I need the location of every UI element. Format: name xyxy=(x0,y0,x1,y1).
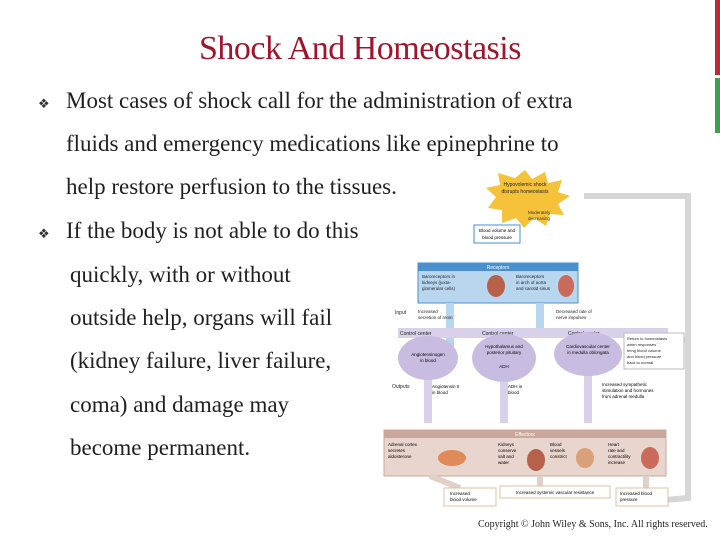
bullet-diamond-icon: ❖ xyxy=(38,226,50,241)
return-text-2: when responses xyxy=(627,342,656,347)
input-1-text: Increased xyxy=(418,309,438,314)
eff-1-text: Adrenal cortex xyxy=(388,442,418,447)
input-2-text: Decreased rate of xyxy=(556,309,593,314)
cc-circle-2 xyxy=(472,334,536,382)
receptors-title: Receptors xyxy=(487,265,510,271)
out-3-text: Increased sympathetic xyxy=(602,382,648,387)
bullet-2-line-2: quickly, with or without xyxy=(70,262,291,287)
out-1-text: Angiotensin II xyxy=(432,384,459,389)
outputs-label: Outputs xyxy=(392,384,410,390)
response-box-2 xyxy=(499,485,611,499)
eff-3-text: Blood xyxy=(550,442,562,447)
moderately-decreasing-text-2: decreasing xyxy=(528,216,551,221)
cc-circle-1 xyxy=(398,336,458,380)
control-center-label-1: Control center xyxy=(400,331,432,337)
bullet-1-line-2: fluids and emergency medications like ep… xyxy=(66,131,559,156)
out-2-text: ADH in xyxy=(508,384,523,389)
accent-green xyxy=(715,78,720,133)
diagram-svg: Hypovolemic shock disrupts homeostasis M… xyxy=(383,170,691,507)
eff-3-text-3: constrict xyxy=(550,454,568,459)
eff-2-text-2: conserve xyxy=(498,448,517,453)
receptor-1-text-2: kidneys (juxta- xyxy=(422,280,452,285)
eff-2-text-4: water xyxy=(498,460,510,465)
heart-effector-icon xyxy=(641,447,659,469)
cc-circle-3 xyxy=(554,332,622,376)
eff-4-text-4: increase xyxy=(608,460,626,465)
receptor-2-text-2: in arch of aorta xyxy=(516,280,547,285)
controlled-condition-text-2: blood pressure xyxy=(482,235,512,240)
resp-1-text-2: blood volume xyxy=(450,497,477,502)
resp-3-text-2: pressure xyxy=(620,497,638,502)
return-box xyxy=(623,332,685,370)
stimulus-text-1: Hypovolemic shock xyxy=(503,182,547,188)
bullet-2-line-4: (kidney failure, liver failure, xyxy=(70,348,332,373)
out-2-text-2: blood xyxy=(508,390,520,395)
effectors-header xyxy=(384,430,666,438)
controlled-condition-box xyxy=(473,224,521,244)
shock-feedback-diagram: Hypovolemic shock disrupts homeostasis M… xyxy=(370,168,710,516)
bullet-diamond-icon: ❖ xyxy=(38,96,50,111)
out-3-text-3: from adrenal medulla xyxy=(602,394,645,399)
control-band xyxy=(398,328,668,338)
resp-3-text: Increased blood xyxy=(620,491,653,496)
copyright-notice: Copyright © John Wiley & Sons, Inc. All … xyxy=(478,519,708,530)
bullet-1-line-1: Most cases of shock call for the adminis… xyxy=(66,88,573,113)
receptor-2-text: Baroreceptors xyxy=(516,274,545,279)
cc-2-text: Hypothalamus and xyxy=(485,344,523,349)
resp-1-text: Increased xyxy=(450,491,470,496)
effectors-title: Effectors xyxy=(515,432,535,438)
adh-text: ADH xyxy=(499,364,509,369)
kidney-icon xyxy=(487,275,505,297)
return-text-5: back to normal xyxy=(627,360,653,365)
response-box-1 xyxy=(443,487,497,507)
bullet-2-line-6: become permanent. xyxy=(70,435,251,460)
receptor-2-text-3: and carotid sinus xyxy=(516,286,551,291)
receptor-1-text-3: glomerular cells) xyxy=(422,286,456,291)
stimulus-text-2: disrupts homeostasis xyxy=(502,189,549,195)
bullet-2-line-1: If the body is not able to do this xyxy=(66,218,359,243)
eff-3-text-2: vessels xyxy=(550,448,566,453)
return-text-1: Return to homeostasis xyxy=(627,336,667,341)
bullet-2-line-5: coma) and damage may xyxy=(70,392,290,417)
top-loop-line xyxy=(584,193,691,340)
receptors-header xyxy=(418,263,578,271)
response-box-3 xyxy=(615,487,669,507)
controlled-condition-text-1: Blood volume and xyxy=(479,228,516,233)
input-1-text-2: secretion of renin xyxy=(418,315,453,320)
input-2-text-2: nerve impulses xyxy=(556,315,587,320)
eff-4-text-2: rate and xyxy=(608,448,625,453)
accent-red xyxy=(715,0,720,75)
cc-3-text: Cardiovascular center xyxy=(566,344,610,349)
bullet-2-line-3: outside help, organs will fail xyxy=(70,305,333,330)
stimulus-burst xyxy=(486,170,570,228)
out-1-text-2: in blood xyxy=(432,390,448,395)
bullet-1-line-3: help restore perfusion to the tissues. xyxy=(66,174,397,199)
cc-1-text: Angiotensinogen xyxy=(411,352,445,357)
eff-1-text-3: aldosterone xyxy=(388,454,412,459)
out-3-text-2: stimulation and hormones xyxy=(602,388,654,393)
eff-2-text: Kidneys xyxy=(498,442,515,447)
eff-1-text-2: secretes xyxy=(388,448,406,453)
eff-4-text: Heart xyxy=(608,442,620,447)
resp-2-text: Increased systemic vascular resistance xyxy=(516,490,595,495)
return-text-3: bring blood volume xyxy=(627,348,662,353)
cc-1-text-2: in blood xyxy=(420,358,436,363)
vessel-icon xyxy=(576,448,594,468)
kidney-effector-icon xyxy=(527,449,545,471)
receptor-1-text: Baroreceptors in xyxy=(422,274,456,279)
right-accent-bar xyxy=(715,0,720,540)
moderately-decreasing-text: Moderately xyxy=(528,210,551,215)
eff-4-text-3: contractility xyxy=(608,454,631,459)
heart-icon xyxy=(558,275,574,297)
return-text-4: and blood pressure xyxy=(627,354,662,359)
cc-3-text-2: in medulla oblongata xyxy=(567,350,609,355)
control-center-label-2: Control center xyxy=(482,331,514,337)
input-label: Input xyxy=(395,310,407,316)
adrenal-icon xyxy=(438,450,466,466)
cc-2-text-2: posterior pituitary xyxy=(487,350,522,355)
slide-title: Shock And Homeostasis xyxy=(199,30,521,67)
response-arrow-1 xyxy=(428,473,462,491)
eff-2-text-3: salt and xyxy=(498,454,514,459)
